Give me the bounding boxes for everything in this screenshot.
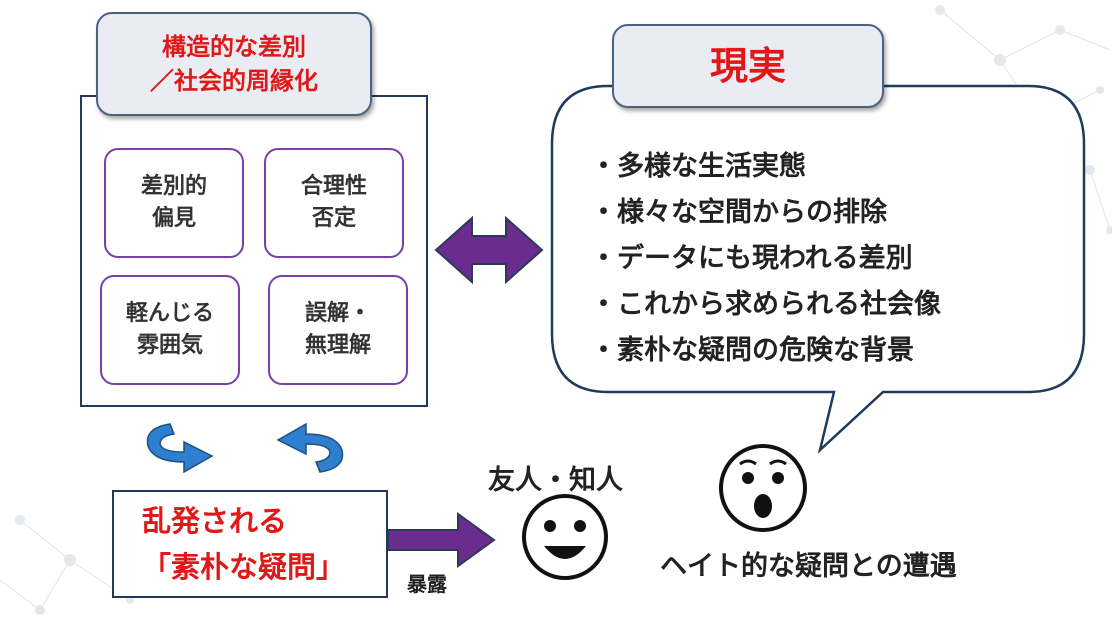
surprised-face-icon (719, 444, 807, 532)
cell-misunderstanding: 誤解・ 無理解 (268, 275, 408, 385)
smiley-face-icon (522, 494, 608, 580)
cell-belittling-line1: 軽んじる (125, 301, 214, 326)
exposure-label: 暴露 (407, 572, 447, 596)
reality-item: ・多様な生活実態 (590, 151, 806, 182)
cell-belittling-line2: 雰囲気 (136, 333, 203, 358)
naive-questions-line1: 乱発される (142, 504, 288, 538)
cell-prejudice: 差別的 偏見 (104, 148, 244, 258)
naive-questions-box: 乱発される 「素朴な疑問」 (112, 490, 388, 598)
hate-question-label: ヘイト的な疑問との遭遇 (660, 551, 957, 582)
structural-discrimination-box (80, 95, 428, 407)
cell-belittling-atmosphere: 軽んじる 雰囲気 (100, 275, 240, 385)
title-line-2: ／社会的周縁化 (150, 67, 318, 95)
reality-list: ・多様な生活実態 ・様々な空間からの排除 ・データにも現われる差別 ・これから求… (590, 144, 1070, 374)
cell-misunderstanding-line2: 無理解 (304, 333, 371, 358)
cell-rationality-denial: 合理性 否定 (264, 148, 404, 258)
right-arrow-icon (387, 512, 496, 568)
naive-questions-line2: 「素朴な疑問」 (142, 550, 346, 584)
title-line-1: 構造的な差別 (162, 33, 306, 61)
cell-misunderstanding-line1: 誤解・ (304, 301, 371, 326)
reality-item: ・データにも現われる差別 (590, 243, 913, 274)
cell-rationality-line1: 合理性 (300, 174, 367, 199)
cell-prejudice-line1: 差別的 (140, 174, 207, 199)
reality-title: 現実 (612, 24, 884, 108)
cycle-arrow-left-icon (146, 423, 214, 474)
reality-item: ・素朴な疑問の危険な背景 (590, 335, 914, 366)
reality-item: ・これから求められる社会像 (590, 289, 941, 320)
reality-item: ・様々な空間からの排除 (590, 197, 887, 228)
structural-discrimination-title: 構造的な差別 ／社会的周縁化 (96, 12, 372, 116)
reality-speech-bubble (550, 84, 1086, 454)
double-arrow-icon (434, 215, 544, 285)
cycle-arrow-right-icon (276, 422, 344, 473)
cell-prejudice-line2: 偏見 (151, 206, 196, 231)
cell-rationality-line2: 否定 (311, 206, 356, 231)
friend-label: 友人・知人 (488, 465, 623, 496)
